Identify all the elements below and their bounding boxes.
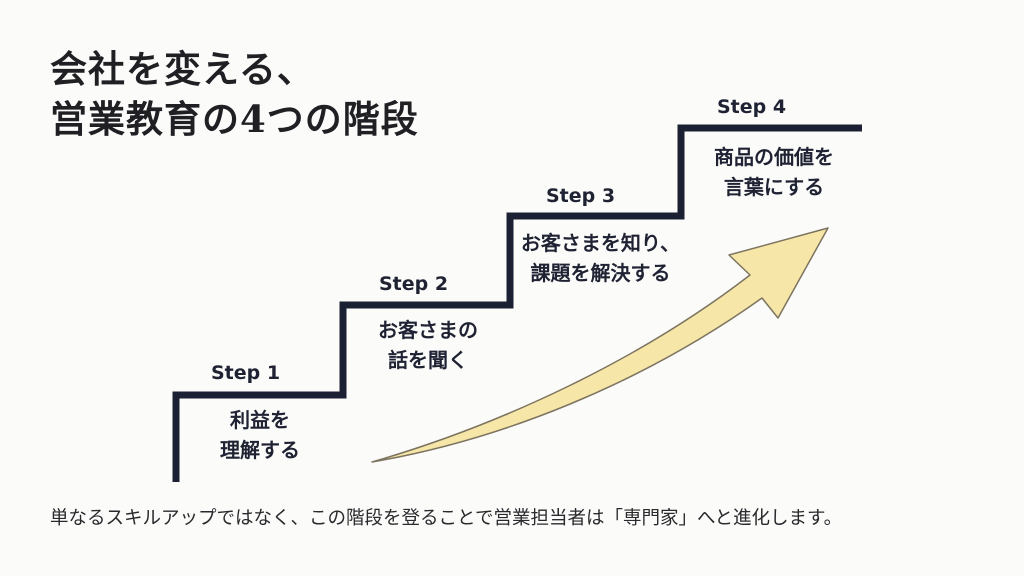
step-1-line-2: 理解する [220,438,300,462]
step-3-text: お客さまを知り、 課題を解決する [513,228,688,288]
step-1-text: 利益を 理解する [200,405,320,465]
step-1-line-1: 利益を [230,408,290,432]
step-2-line-1: お客さまの [378,318,478,342]
upward-arrow-icon [371,227,829,463]
step-4-line-1: 商品の価値を [714,145,834,169]
staircase-line [172,124,862,482]
step-4-line-2: 言葉にする [723,175,825,199]
step-1-label: Step 1 [211,362,281,384]
title-line-2: 営業教育の4つの階段 [50,97,419,141]
step-4-text: 商品の価値を 言葉にする [699,142,849,202]
slide-title: 会社を変える、 営業教育の4つの階段 [50,44,419,144]
slide-caption: 単なるスキルアップではなく、この階段を登ることで営業担当者は「専門家」へと進化し… [50,508,843,529]
step-3-line-2: 課題を解決する [530,261,671,285]
step-3-line-1: お客さまを知り、 [520,231,681,255]
step-2-label: Step 2 [379,273,449,295]
step-2-text: お客さまの 話を聞く [358,315,498,375]
title-line-1: 会社を変える、 [50,47,315,91]
step-4-label: Step 4 [717,96,787,118]
step-2-line-2: 話を聞く [388,348,468,372]
step-3-label: Step 3 [546,185,616,207]
